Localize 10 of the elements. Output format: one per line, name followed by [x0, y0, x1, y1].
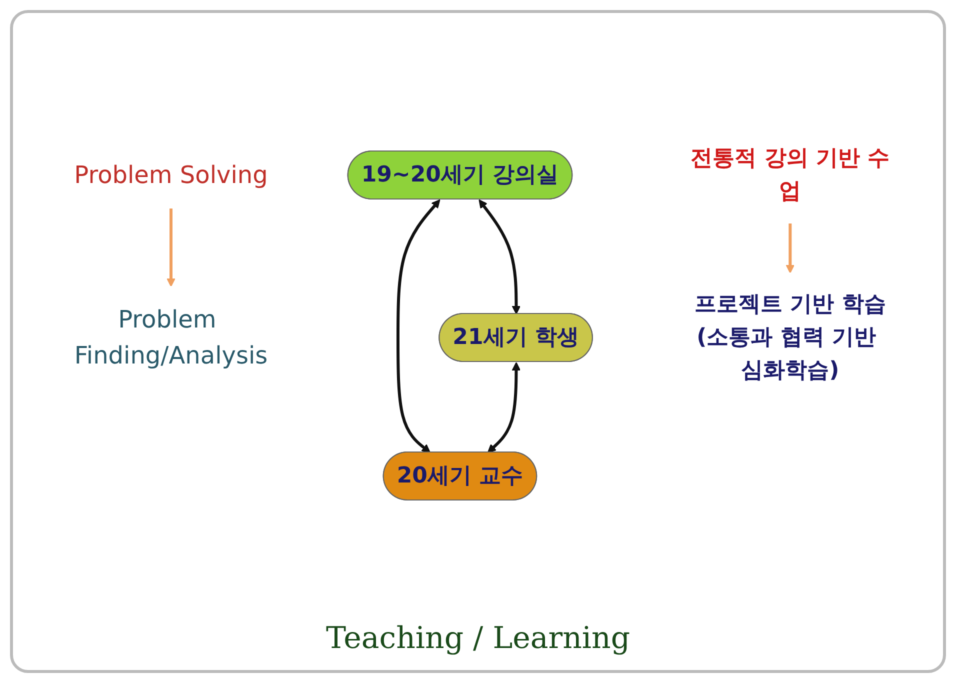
arrow: [488, 362, 522, 452]
center-label: Teaching / Learning: [324, 621, 632, 656]
arrow: [167, 208, 176, 286]
node-text: Problem Solving: [74, 160, 268, 188]
node-text: Problem Finding/Analysis: [74, 304, 268, 369]
arrow: [479, 198, 522, 314]
arrow: [786, 222, 795, 273]
node-text: 전통적 강의 기반 수업: [691, 146, 890, 204]
arrow: [396, 198, 441, 452]
node-text: 프로젝트 기반 학습 (소통과 협력 기반 심화학습): [694, 291, 886, 382]
